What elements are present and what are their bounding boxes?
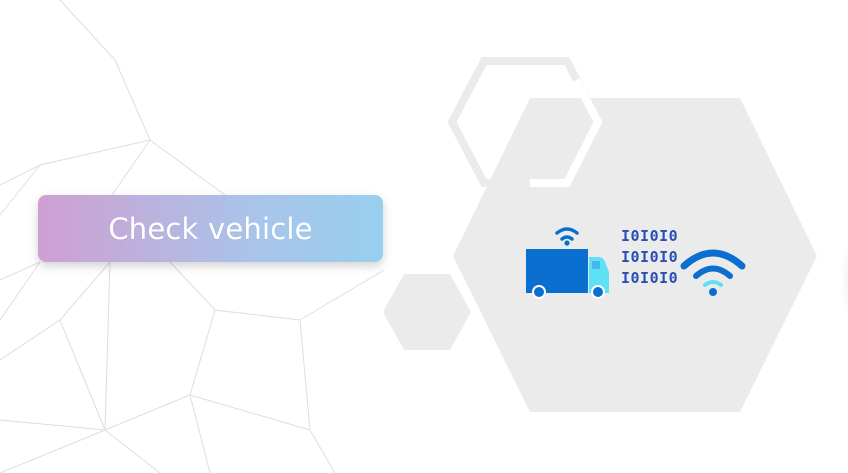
check-vehicle-button-label: Check vehicle [108, 211, 313, 246]
edge-shadow [840, 240, 848, 320]
binary-line: I0I0I0 [621, 227, 679, 245]
small-hexagon [383, 274, 471, 350]
main-hexagon [453, 98, 817, 412]
binary-data: I0I0I0 I0I0I0 I0I0I0 [621, 226, 681, 289]
binary-line: I0I0I0 [621, 269, 679, 287]
binary-line: I0I0I0 [621, 248, 679, 266]
polygon-mesh [0, 0, 385, 473]
check-vehicle-button[interactable]: Check vehicle [38, 195, 383, 262]
outline-hexagon-overlap [530, 78, 602, 187]
